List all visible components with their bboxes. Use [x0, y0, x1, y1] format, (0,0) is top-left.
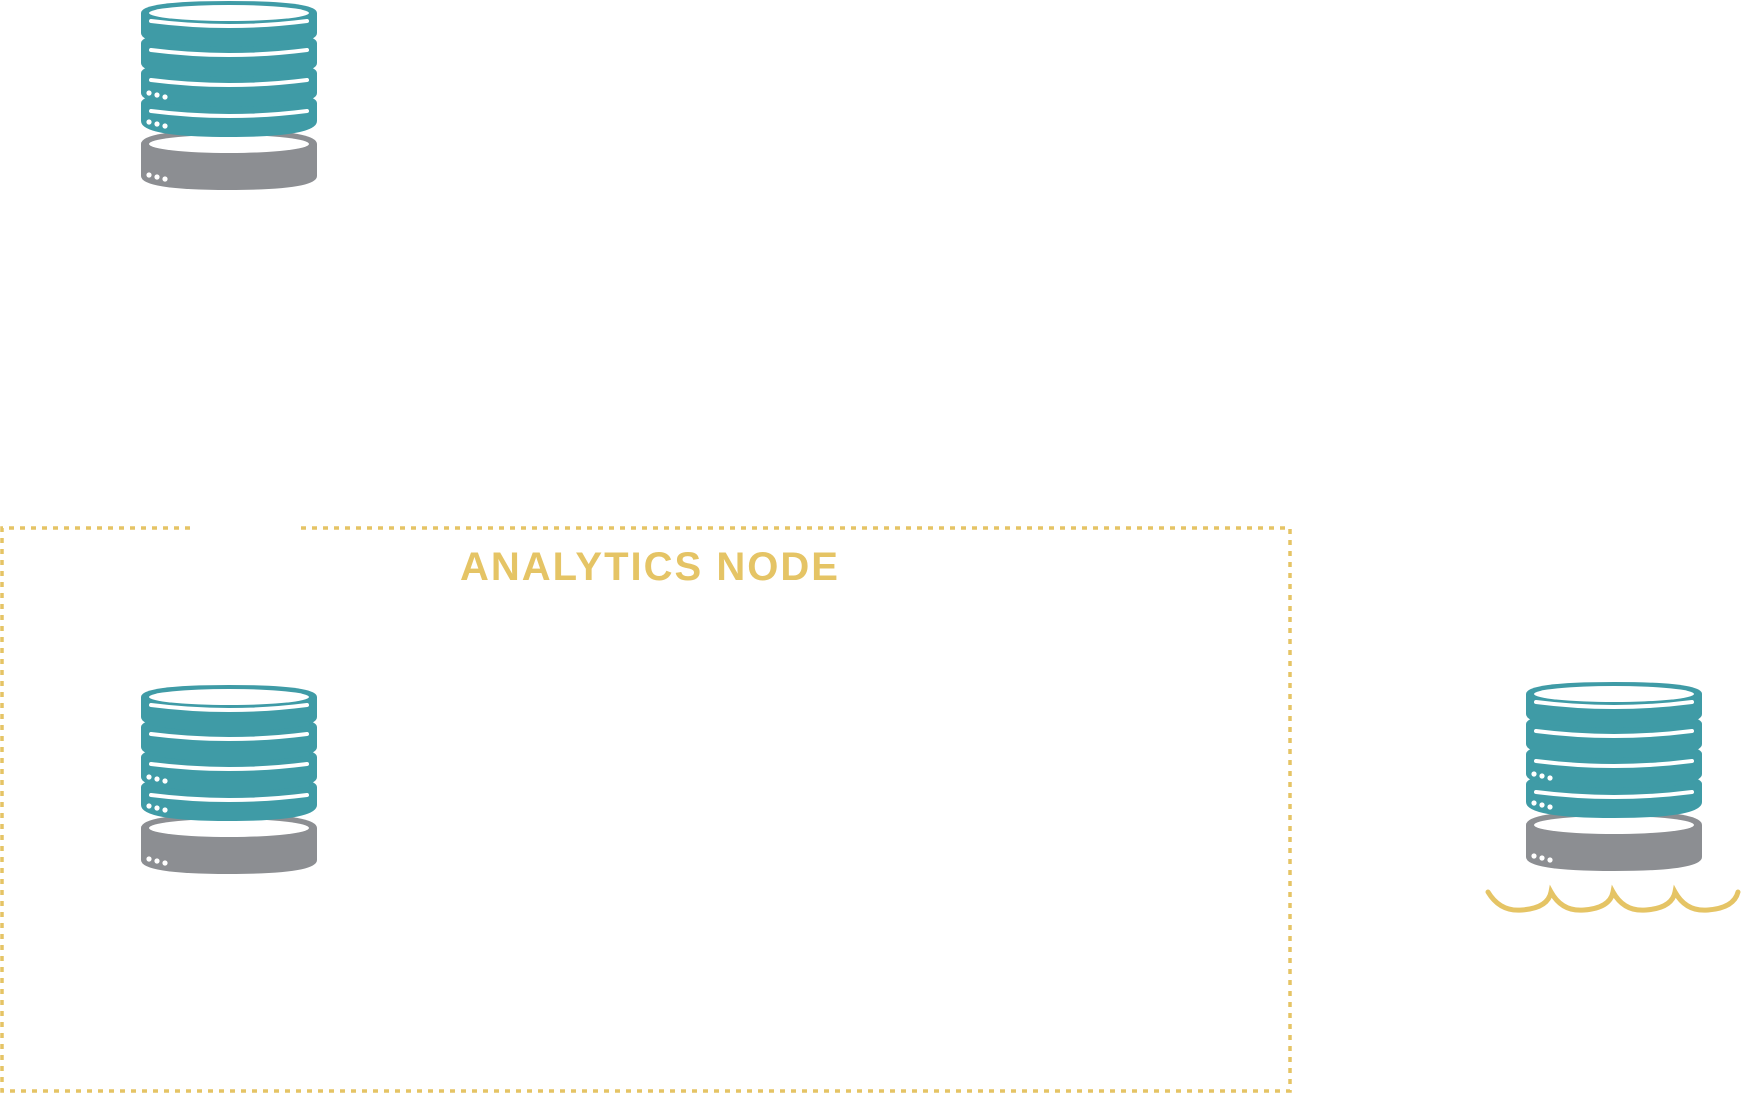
analytics-node-label: ANALYTICS NODE — [460, 545, 840, 589]
analytics-node-boundary — [0, 526, 1292, 1093]
water-waves-icon — [1485, 884, 1741, 913]
database-server-icon — [139, 0, 319, 192]
database-server-icon — [139, 683, 319, 876]
database-server-icon — [1524, 680, 1704, 873]
